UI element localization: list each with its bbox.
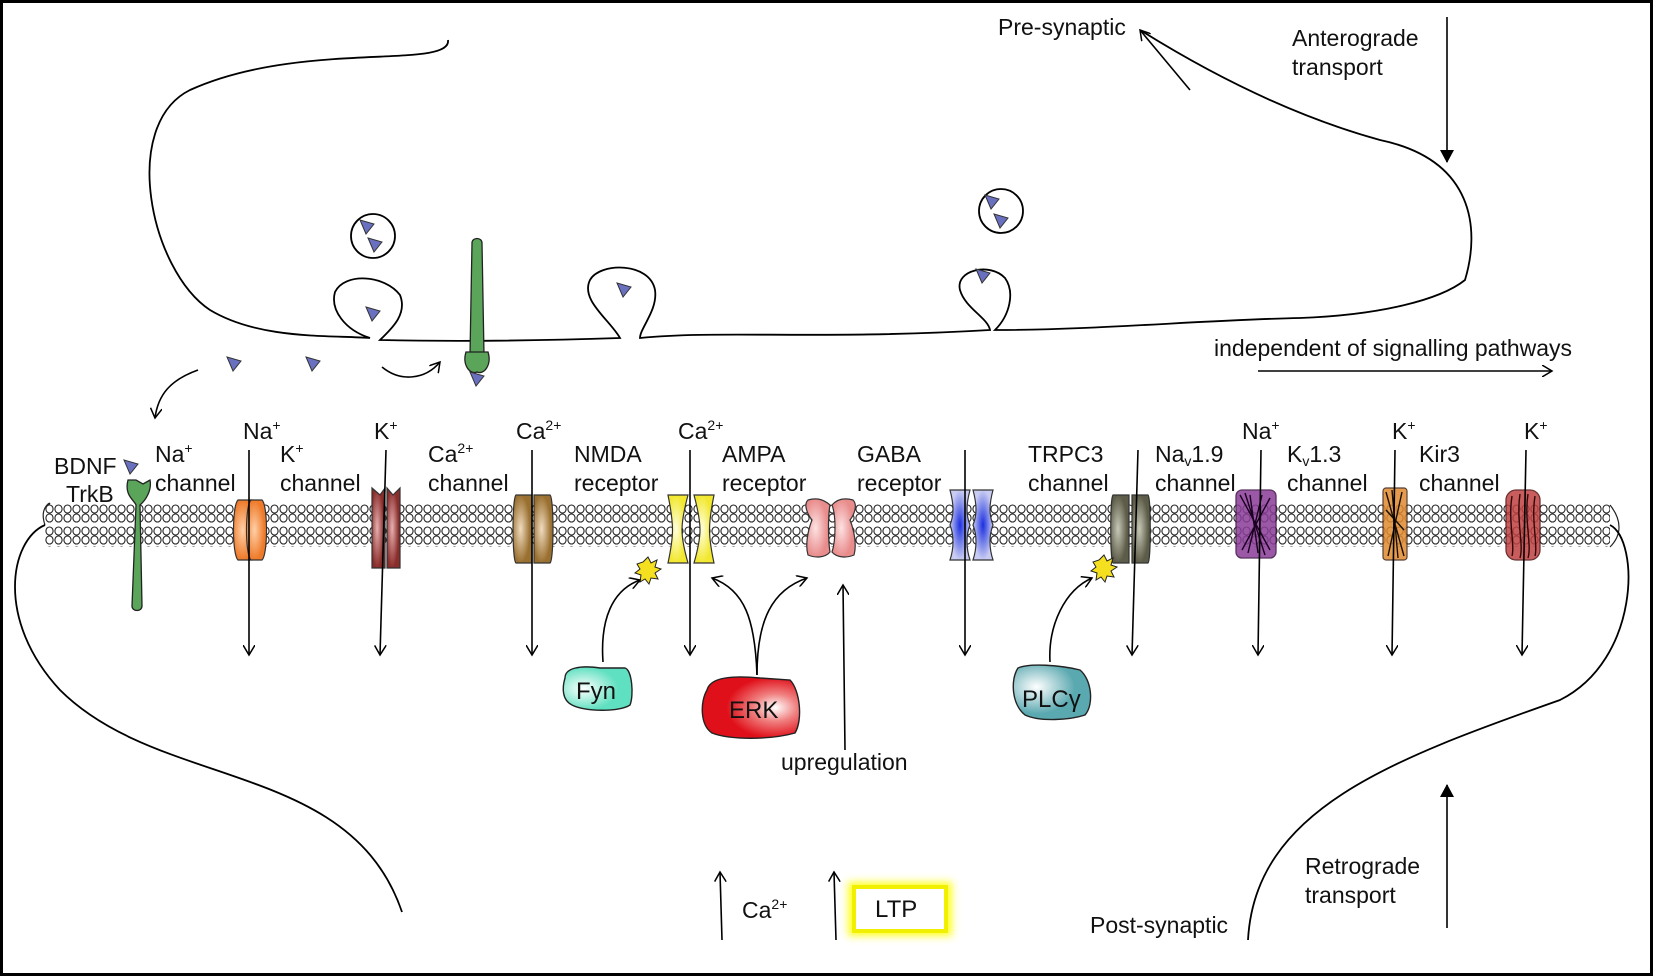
- ion-flow-arrows: [249, 449, 1526, 655]
- ampa-receptor: [805, 498, 856, 558]
- nav19-channel: [1235, 489, 1277, 559]
- postsynaptic-membrane-right: [1247, 524, 1630, 941]
- upregulation-label: upregulation: [781, 749, 908, 775]
- presynaptic-trkb-receptor: [464, 237, 490, 387]
- plc-kinase: [1012, 664, 1092, 721]
- na-channel-label: Na+ channel: [155, 440, 236, 496]
- plc-arrow: [1049, 578, 1092, 663]
- ion-na2-label: Na+: [1242, 417, 1280, 444]
- ion-k3-label: K+: [1524, 417, 1548, 444]
- erk-label: ERK: [729, 697, 779, 724]
- plc-label: PLCγ: [1022, 686, 1081, 713]
- bdnf-molecule: [123, 268, 991, 475]
- bdnf-label: BDNF: [54, 453, 117, 479]
- erk-kinase: [701, 676, 801, 739]
- release-arrow: [155, 369, 199, 418]
- ca-channel: [512, 494, 554, 564]
- ca-increase-arrow: [720, 872, 722, 941]
- ltp-increase-arrow: [834, 872, 836, 941]
- k-channel-label: K+ channel: [280, 440, 361, 496]
- ca-increase-label: Ca2+: [742, 896, 788, 923]
- na-channel: [232, 499, 268, 561]
- presynaptic-pointer-arrow: [1140, 30, 1191, 91]
- ion-k-label: K+: [374, 417, 398, 444]
- nav19-channel-label: Nav1.9 channel: [1155, 441, 1236, 496]
- ltp-label: LTP: [875, 896, 918, 923]
- uptake-arrow: [381, 362, 440, 378]
- ion-k2-label: K+: [1392, 417, 1416, 444]
- ca-channel-label: Ca2+ channel: [428, 440, 509, 496]
- ion-na-label: Na+: [243, 417, 281, 444]
- synaptic-vesicle: [350, 213, 396, 259]
- pre-synaptic-label: Pre-synaptic: [998, 14, 1126, 40]
- fyn-arrow: [601, 580, 640, 663]
- presynaptic-membrane: [148, 29, 1473, 342]
- ltp-box: [852, 885, 948, 933]
- independent-label: independent of signalling pathways: [1214, 335, 1573, 361]
- k-channel: [371, 486, 401, 569]
- ion-ca-nmda-label: Ca2+: [678, 417, 724, 444]
- trkb-label: TrkB: [66, 481, 114, 507]
- kv13-channel-label: Kv1.3 channel: [1287, 441, 1368, 496]
- fyn-label: Fyn: [576, 678, 617, 705]
- kir3-channel: [1505, 489, 1541, 561]
- fyn-kinase: [562, 666, 633, 711]
- synaptic-vesicle: [978, 188, 1024, 234]
- post-synaptic-label: Post-synaptic: [1090, 912, 1229, 938]
- upregulation-arrow: [843, 585, 845, 751]
- kv13-channel: [1382, 487, 1408, 561]
- ion-ca-label: Ca2+: [516, 417, 562, 444]
- erk-arrow-right: [756, 578, 807, 676]
- postsynaptic-trkb-receptor: [126, 478, 152, 612]
- nmda-receptor: [633, 494, 715, 586]
- postsynaptic-membrane: [14, 524, 403, 913]
- erk-arrow-left: [712, 578, 758, 676]
